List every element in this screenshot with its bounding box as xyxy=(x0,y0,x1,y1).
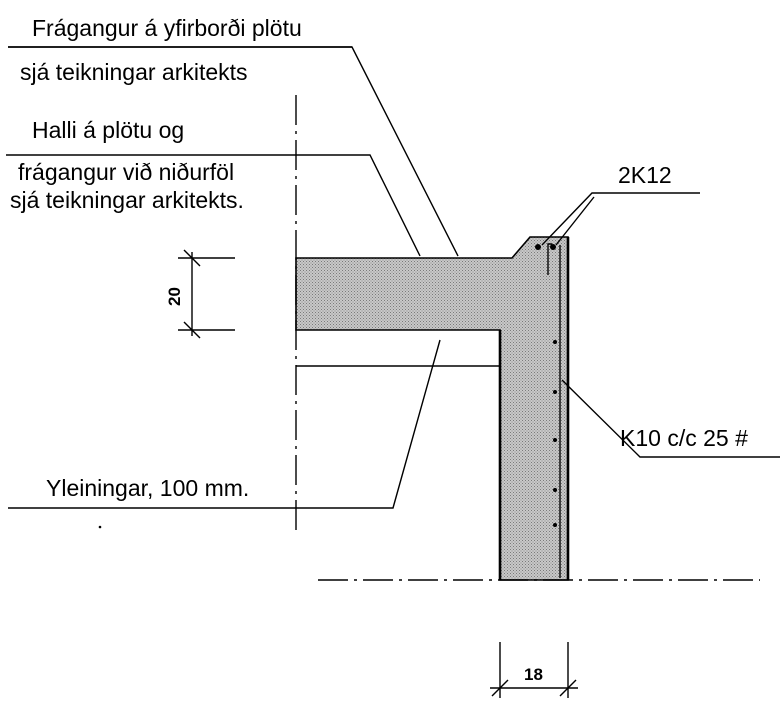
dimension-wall xyxy=(490,642,578,698)
slope-label-line1: Halli á plötu og xyxy=(32,117,184,143)
insulation-label: Yleiningar, 100 mm. xyxy=(46,475,249,501)
leader-insulation xyxy=(8,339,441,509)
rebar-mesh-label: K10 c/c 25 # xyxy=(620,425,748,451)
wall-thickness-value: 18 xyxy=(524,665,543,684)
rebar-top-label: 2K12 xyxy=(618,162,672,188)
leader-slope xyxy=(6,154,421,257)
stray-dot xyxy=(98,525,102,529)
slope-label-line3: sjá teikningar arkitekts. xyxy=(10,187,244,213)
leader-rebar-mesh xyxy=(561,379,780,458)
concrete-section xyxy=(295,236,569,581)
finish-label-line1: Frágangur á yfirborði plötu xyxy=(32,15,302,41)
slope-label-line2: frágangur við niðurföl xyxy=(18,159,234,185)
finish-label-line2: sjá teikningar arkitekts xyxy=(20,59,248,85)
leader-rebar-top-2 xyxy=(555,196,595,246)
leader-rebar-top xyxy=(541,192,700,246)
dimension-slab xyxy=(178,249,235,339)
rebar-hook xyxy=(547,243,552,275)
slab-thickness-value: 20 xyxy=(165,287,184,306)
rebar-dots xyxy=(535,244,557,527)
